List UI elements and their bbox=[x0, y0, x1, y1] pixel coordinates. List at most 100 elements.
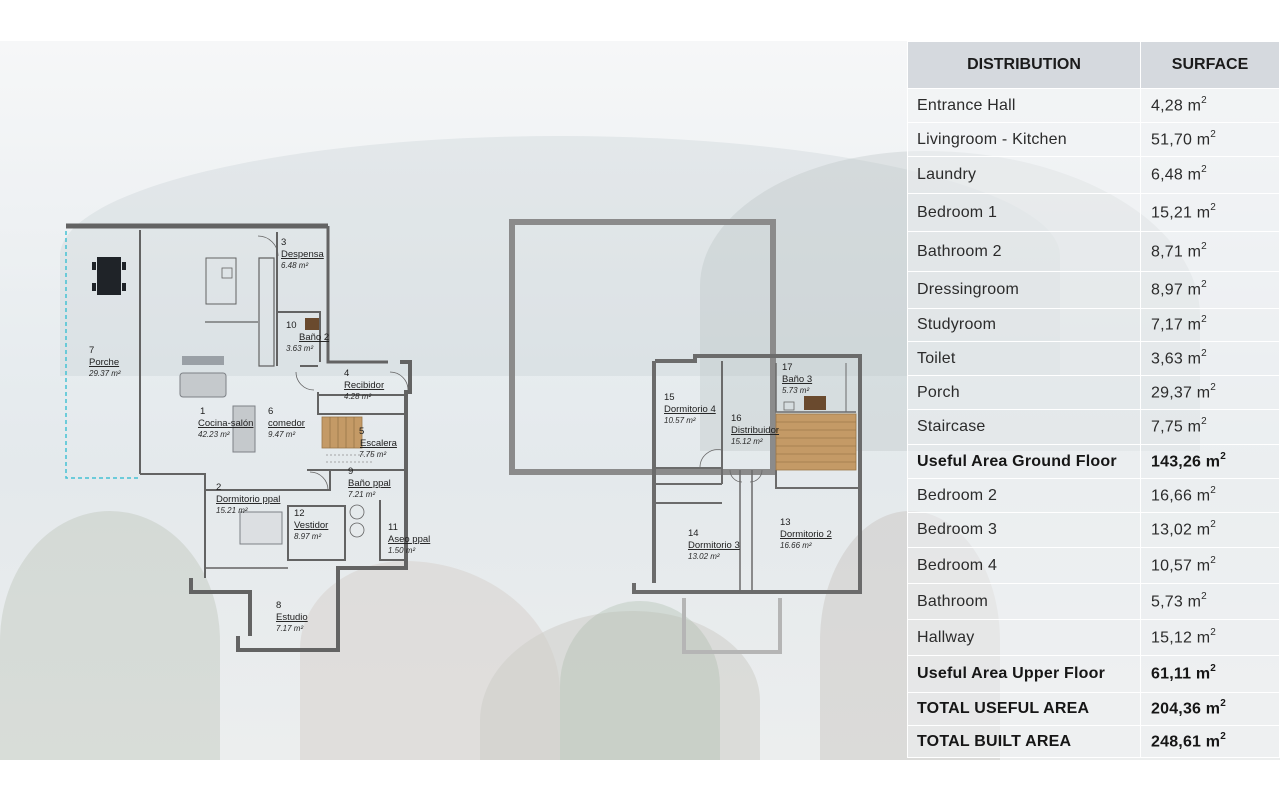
unit-superscript: 2 bbox=[1220, 450, 1226, 462]
room-area-distribuidor: 15.12 m² bbox=[731, 437, 763, 446]
balcony-outline bbox=[682, 598, 782, 654]
unit-superscript: 2 bbox=[1220, 698, 1226, 710]
bed bbox=[239, 511, 283, 545]
row-label: Useful Area Ground Floor bbox=[906, 444, 1142, 479]
room-num-cocina: 1 bbox=[200, 406, 205, 417]
row-label: Bedroom 3 bbox=[906, 512, 1142, 548]
room-area-bano2: 3.63 m² bbox=[286, 344, 313, 353]
surface-value: 29,37 m bbox=[1151, 384, 1211, 402]
room-name-bano3: Baño 3 bbox=[782, 374, 812, 385]
row-surface: 204,36 m2 bbox=[1140, 692, 1280, 726]
room-area-dorm3: 13.02 m² bbox=[688, 552, 720, 561]
upper-staircase bbox=[775, 413, 857, 471]
surface-value: 3,63 m bbox=[1151, 350, 1202, 368]
room-num-escalera: 5 bbox=[359, 426, 364, 437]
unit-superscript: 2 bbox=[1210, 626, 1216, 638]
surface-value: 15,21 m bbox=[1151, 204, 1211, 222]
room-area-porche: 29.37 m² bbox=[88, 369, 121, 378]
outer-wall-right-top bbox=[326, 226, 388, 364]
header-distribution: DISTRIBUTION bbox=[906, 41, 1142, 89]
row-surface: 8,97 m2 bbox=[1140, 271, 1280, 309]
row-surface: 29,37 m2 bbox=[1140, 375, 1280, 410]
room-name-dormppal: Dormitorio ppal bbox=[216, 494, 280, 505]
unit-superscript: 2 bbox=[1220, 730, 1226, 742]
room-name-dorm4: Dormitorio 4 bbox=[664, 404, 716, 415]
room-name-dorm3: Dormitorio 3 bbox=[688, 540, 740, 551]
room-area-comedor: 9.47 m² bbox=[268, 430, 295, 439]
row-label: Laundry bbox=[906, 156, 1142, 194]
row-surface: 13,02 m2 bbox=[1140, 512, 1280, 548]
outer-wall-bottom-left bbox=[189, 578, 252, 636]
room-area-vestidor: 8.97 m² bbox=[294, 532, 321, 541]
room-area-escalera: 7.75 m² bbox=[359, 450, 386, 459]
room-name-estudio: Estudio bbox=[276, 612, 308, 623]
room-area-bano3: 5.73 m² bbox=[782, 386, 809, 395]
room-num-aseo: 11 bbox=[388, 522, 398, 533]
row-surface: 7,17 m2 bbox=[1140, 308, 1280, 342]
row-surface: 51,70 m2 bbox=[1140, 122, 1280, 157]
row-label: Hallway bbox=[906, 619, 1142, 656]
row-surface: 15,12 m2 bbox=[1140, 619, 1280, 656]
table-header-row: DISTRIBUTION SURFACE bbox=[906, 41, 1280, 89]
room-num-banoppal: 9 bbox=[348, 466, 353, 477]
room-area-aseo: 1.50 m² bbox=[388, 546, 415, 555]
row-surface: 248,61 m2 bbox=[1140, 725, 1280, 758]
row-label: Porch bbox=[906, 375, 1142, 410]
room-num-comedor: 6 bbox=[268, 406, 273, 417]
surface-value: 7,17 m bbox=[1151, 316, 1202, 334]
ground-floor-labels: 7 Porche 29.37 m² 3 Despensa 6.48 m² 10 … bbox=[88, 237, 430, 633]
unit-superscript: 2 bbox=[1201, 279, 1207, 291]
mountain-layer bbox=[60, 136, 1060, 376]
row-label: TOTAL USEFUL AREA bbox=[906, 692, 1142, 726]
dining-table bbox=[97, 257, 121, 295]
kitchen-wall-bottom bbox=[140, 473, 206, 578]
row-surface: 6,48 m2 bbox=[1140, 156, 1280, 194]
surface-value: 5,73 m bbox=[1151, 593, 1202, 611]
unit-superscript: 2 bbox=[1201, 164, 1207, 176]
unit-superscript: 2 bbox=[1201, 94, 1207, 106]
upper-outer-wall bbox=[632, 354, 862, 594]
room-num-dormppal: 2 bbox=[216, 482, 221, 493]
room-num-despensa: 3 bbox=[281, 237, 286, 248]
room-area-dorm2: 16.66 m² bbox=[780, 541, 812, 550]
room-area-despensa: 6.48 m² bbox=[281, 261, 308, 270]
row-label: Bedroom 2 bbox=[906, 478, 1142, 513]
row-surface: 15,21 m2 bbox=[1140, 193, 1280, 232]
room-area-recibidor: 4.28 m² bbox=[344, 392, 371, 401]
room-area-estudio: 7.17 m² bbox=[276, 624, 303, 633]
unit-superscript: 2 bbox=[1201, 314, 1207, 326]
row-label: Dressingroom bbox=[906, 271, 1142, 309]
row-label: Studyroom bbox=[906, 308, 1142, 342]
room-num-porche: 7 bbox=[89, 345, 94, 356]
surface-value: 204,36 m bbox=[1151, 700, 1221, 718]
unit-superscript: 2 bbox=[1210, 554, 1216, 566]
room-name-dorm2: Dormitorio 2 bbox=[780, 529, 832, 540]
row-label: Staircase bbox=[906, 409, 1142, 445]
row-label: Livingroom - Kitchen bbox=[906, 122, 1142, 157]
row-label: Toilet bbox=[906, 341, 1142, 376]
row-label: Bedroom 1 bbox=[906, 193, 1142, 232]
unit-superscript: 2 bbox=[1210, 381, 1216, 393]
room-area-banoppal: 7.21 m² bbox=[348, 490, 375, 499]
surface-value: 8,71 m bbox=[1151, 243, 1202, 261]
room-name-bano2: Baño 2 bbox=[299, 332, 329, 343]
row-label: TOTAL BUILT AREA bbox=[906, 725, 1142, 758]
row-label: Entrance Hall bbox=[906, 88, 1142, 123]
unit-superscript: 2 bbox=[1210, 201, 1216, 213]
row-surface: 3,63 m2 bbox=[1140, 341, 1280, 376]
room-num-vestidor: 12 bbox=[294, 508, 305, 519]
unit-superscript: 2 bbox=[1201, 240, 1207, 252]
